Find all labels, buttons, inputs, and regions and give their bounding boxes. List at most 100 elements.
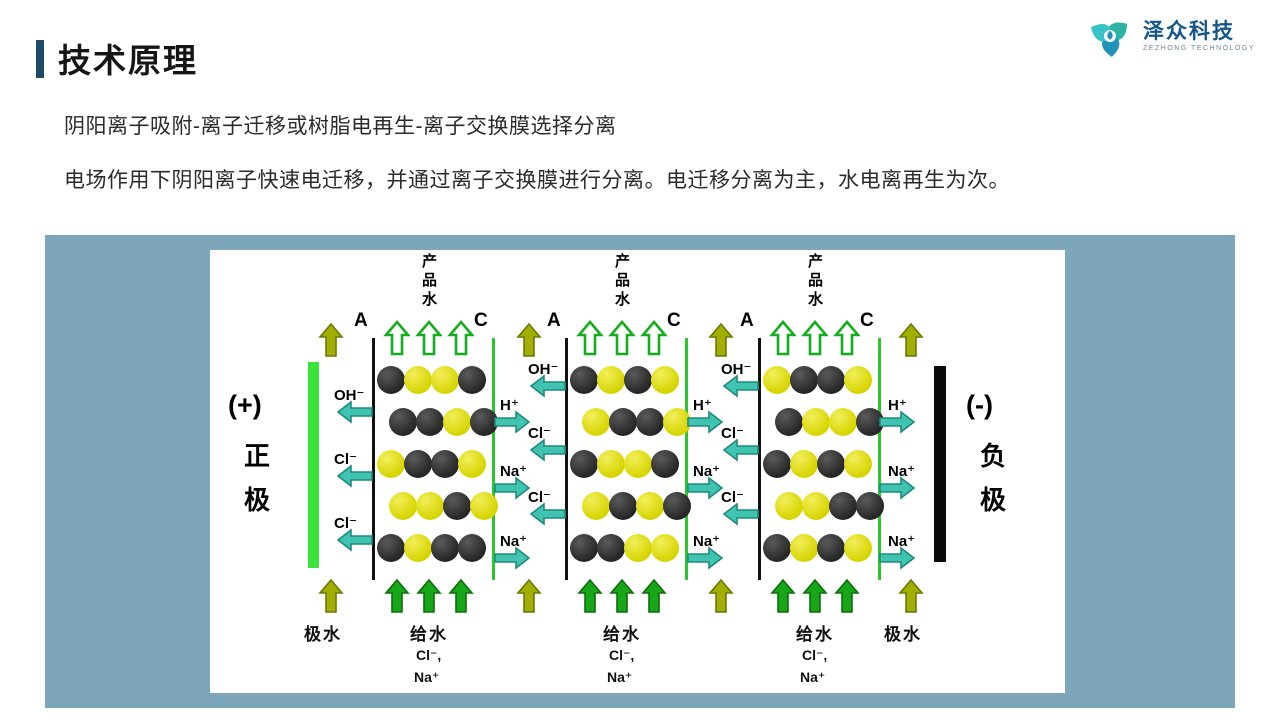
resin-bead-yellow [790, 534, 818, 562]
ion-label: H⁺ [500, 397, 519, 414]
membrane-a-label: A [547, 310, 561, 331]
membrane-a-label: A [354, 310, 368, 331]
resin-bead-dark [856, 492, 884, 520]
cation-membrane-line [685, 338, 688, 580]
resin-bead-dark [817, 366, 845, 394]
resin-bead-dark [763, 534, 791, 562]
polar-flow-arrow [898, 322, 924, 357]
product-water-label: 产品水 [615, 253, 631, 308]
resin-bead-dark [416, 408, 444, 436]
cation-arrow [494, 476, 531, 500]
polar-flow-arrow [318, 578, 344, 613]
resin-bead-dark [377, 366, 405, 394]
resin-bead-yellow [636, 492, 664, 520]
resin-bead-dark [470, 408, 498, 436]
anion-arrow [722, 438, 759, 462]
product-water-arrow [576, 319, 604, 356]
feed-water-label: 给水 [796, 625, 834, 644]
ion-label: Cl⁻ [528, 425, 551, 442]
resin-bead-yellow [775, 492, 803, 520]
cathode-sign: (-) [966, 390, 993, 420]
feed-ion-label: Na⁺ [607, 669, 633, 685]
polar-flow-arrow [708, 578, 734, 613]
resin-bead-dark [775, 408, 803, 436]
logo-subtitle: ZEZHONG TECHNOLOGY [1143, 45, 1256, 53]
resin-bead-yellow [470, 492, 498, 520]
resin-bead-dark [609, 492, 637, 520]
ion-label: Na⁺ [693, 463, 721, 480]
body-text-line-1: 阴阳离子吸附-离子迁移或树脂电再生-离子交换膜选择分离 [64, 115, 617, 138]
polar-flow-arrow [516, 578, 542, 613]
feed-water-arrow [384, 578, 410, 613]
product-water-arrow [608, 319, 636, 356]
feed-water-arrow [609, 578, 635, 613]
resin-bead-yellow [663, 408, 691, 436]
resin-bead-dark [570, 534, 598, 562]
product-water-arrow [640, 319, 668, 356]
anode-bar [308, 362, 319, 568]
product-water-arrow [447, 319, 475, 356]
resin-bead-yellow [844, 450, 872, 478]
resin-bead-yellow [844, 534, 872, 562]
resin-bead-yellow [431, 366, 459, 394]
resin-bead-dark [431, 534, 459, 562]
resin-bead-yellow [582, 408, 610, 436]
feed-ion-label: Cl⁻, [802, 647, 828, 663]
resin-bead-yellow [651, 534, 679, 562]
resin-bead-yellow [404, 534, 432, 562]
logo: 泽众科技 ZEZHONG TECHNOLOGY [1086, 12, 1255, 60]
feed-water-arrow [834, 578, 860, 613]
ion-label: Na⁺ [500, 463, 528, 480]
resin-bead-dark [458, 534, 486, 562]
resin-bead-yellow [802, 492, 830, 520]
cation-arrow [879, 546, 916, 570]
feed-ion-label: Cl⁻, [416, 647, 442, 663]
feed-ion-label: Cl⁻, [609, 647, 635, 663]
anion-arrow [336, 400, 373, 424]
resin-bead-dark [790, 366, 818, 394]
anion-arrow [529, 374, 566, 398]
resin-bead-yellow [416, 492, 444, 520]
resin-bead-yellow [829, 408, 857, 436]
resin-bead-dark [651, 450, 679, 478]
ion-label: Cl⁻ [334, 515, 357, 532]
cation-arrow [494, 410, 531, 434]
resin-bead-dark [377, 534, 405, 562]
membrane-c-label: C [474, 310, 488, 331]
feed-ion-label: Na⁺ [800, 669, 826, 685]
resin-bead-yellow [404, 366, 432, 394]
resin-bead-dark [389, 408, 417, 436]
resin-bead-dark [817, 450, 845, 478]
cation-membrane-line [878, 338, 881, 580]
polar-flow-arrow [898, 578, 924, 613]
polar-flow-arrow [318, 322, 344, 357]
resin-bead-yellow [377, 450, 405, 478]
anion-membrane-line [758, 338, 761, 580]
page-title: 技术原理 [58, 42, 198, 79]
ion-label: Cl⁻ [334, 451, 357, 468]
resin-bead-yellow [389, 492, 417, 520]
resin-bead-yellow [443, 408, 471, 436]
feed-ion-label: Na⁺ [414, 669, 440, 685]
feed-water-label: 给水 [410, 625, 448, 644]
cation-arrow [879, 410, 916, 434]
resin-bead-yellow [624, 534, 652, 562]
resin-bead-dark [817, 534, 845, 562]
logo-text: 泽众科技 ZEZHONG TECHNOLOGY [1143, 20, 1255, 52]
polar-flow-arrow [516, 322, 542, 357]
feed-water-label: 给水 [603, 625, 641, 644]
ion-label: Na⁺ [888, 463, 916, 480]
anion-arrow [336, 464, 373, 488]
cation-arrow [494, 546, 531, 570]
resin-bead-dark [609, 408, 637, 436]
ion-label: Cl⁻ [528, 489, 551, 506]
product-water-arrow [415, 319, 443, 356]
membrane-c-label: C [860, 310, 874, 331]
resin-bead-dark [597, 534, 625, 562]
resin-bead-yellow [458, 450, 486, 478]
resin-bead-dark [431, 450, 459, 478]
logo-name: 泽众科技 [1143, 19, 1235, 43]
resin-bead-yellow [802, 408, 830, 436]
anion-arrow [529, 502, 566, 526]
